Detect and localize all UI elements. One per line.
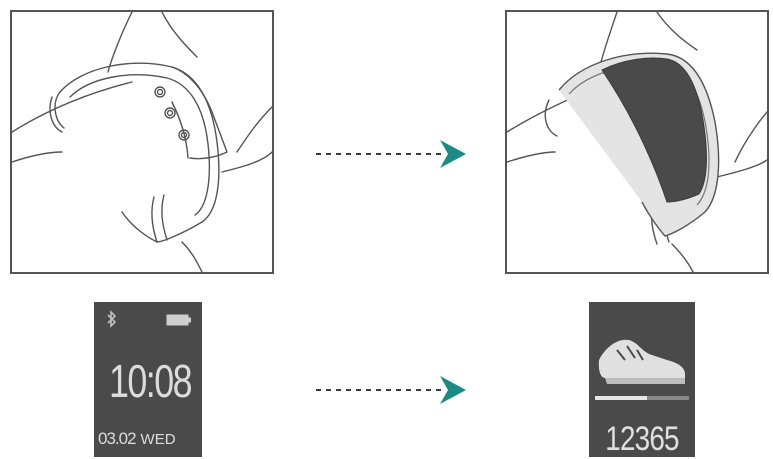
next-arrow-top [316,140,466,168]
battery-icon [166,314,191,326]
steps-progress-track [595,396,689,400]
steps-progress-fill [595,396,647,400]
steps-count: 12365 [605,420,679,457]
arrow-head-icon [440,140,466,168]
bluetooth-icon [107,310,117,328]
clock-weekday: WED [140,431,176,448]
clock-time: 10:08 [109,355,193,407]
wrist-strap-drawing [12,12,272,272]
clock-date: 03.02 [98,429,137,448]
steps-screen: 12365 [589,302,695,457]
next-arrow-bottom [316,376,466,404]
arrow-head-icon [440,376,466,404]
shoe-icon [598,339,685,384]
wrist-display-drawing [507,12,767,272]
band-display-illustration [505,10,769,274]
band-strap-illustration [10,10,274,274]
